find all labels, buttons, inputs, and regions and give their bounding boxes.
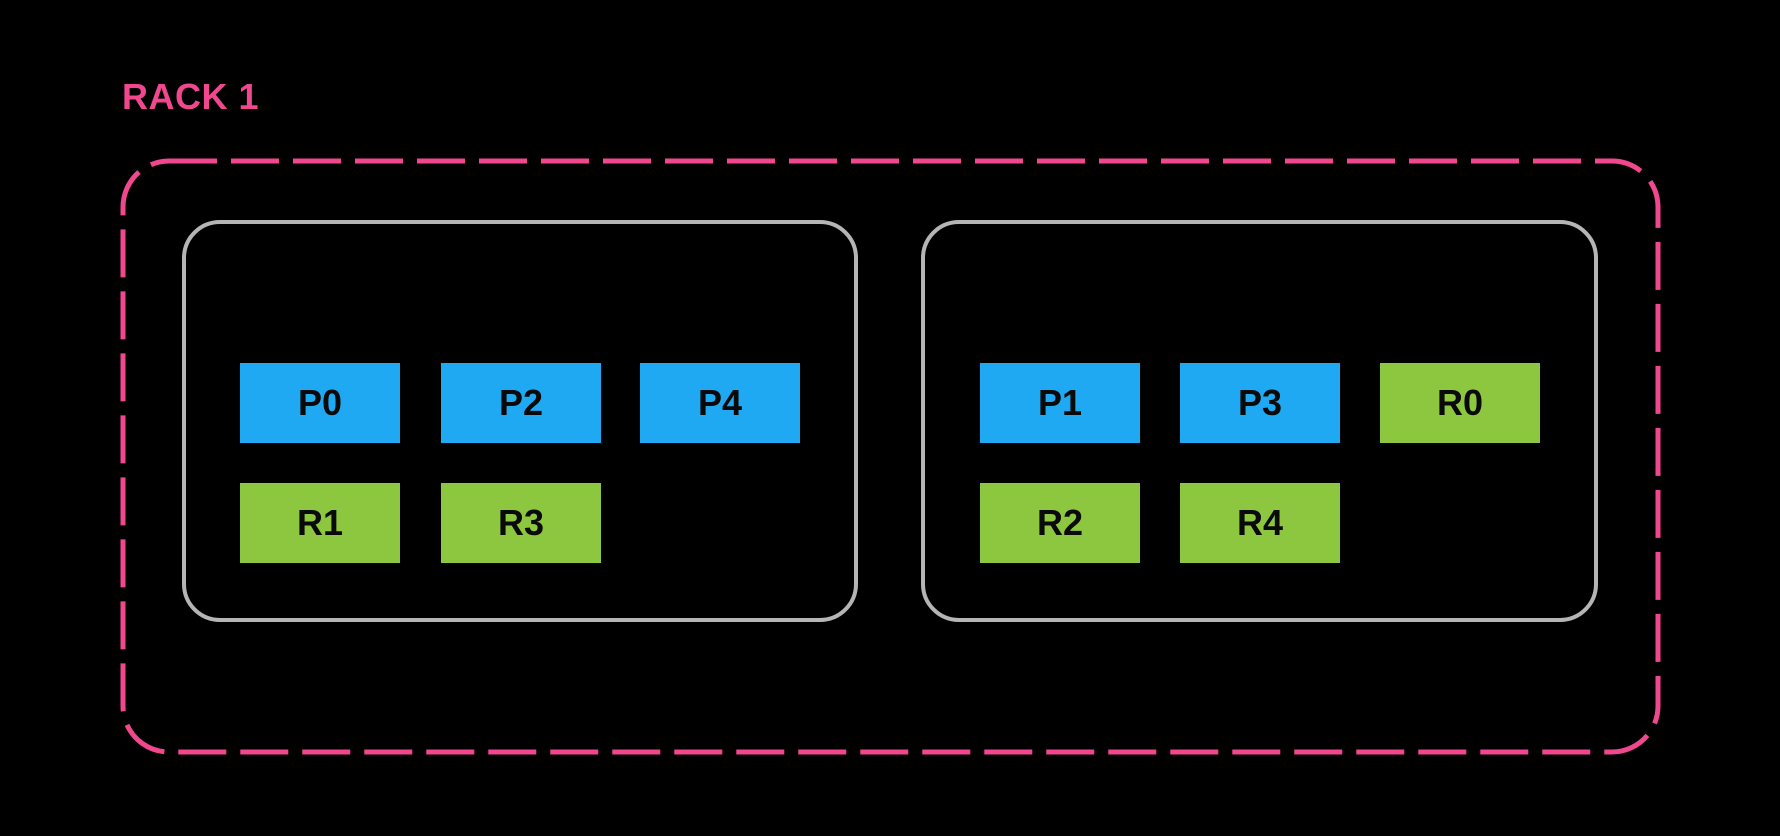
shard-block-r0: R0: [1380, 363, 1540, 443]
shard-block-p4: P4: [640, 363, 800, 443]
shard-block-p0: P0: [240, 363, 400, 443]
rack-title: RACK 1: [122, 76, 260, 117]
shard-block-p3: P3: [1180, 363, 1340, 443]
shard-block-r1: R1: [240, 483, 400, 563]
shard-block-p1: P1: [980, 363, 1140, 443]
shard-block-p2: P2: [441, 363, 601, 443]
shard-block-r2: R2: [980, 483, 1140, 563]
host-box-right: [921, 220, 1598, 622]
host-box-left: [182, 220, 858, 622]
shard-block-r4: R4: [1180, 483, 1340, 563]
shard-block-r3: R3: [441, 483, 601, 563]
